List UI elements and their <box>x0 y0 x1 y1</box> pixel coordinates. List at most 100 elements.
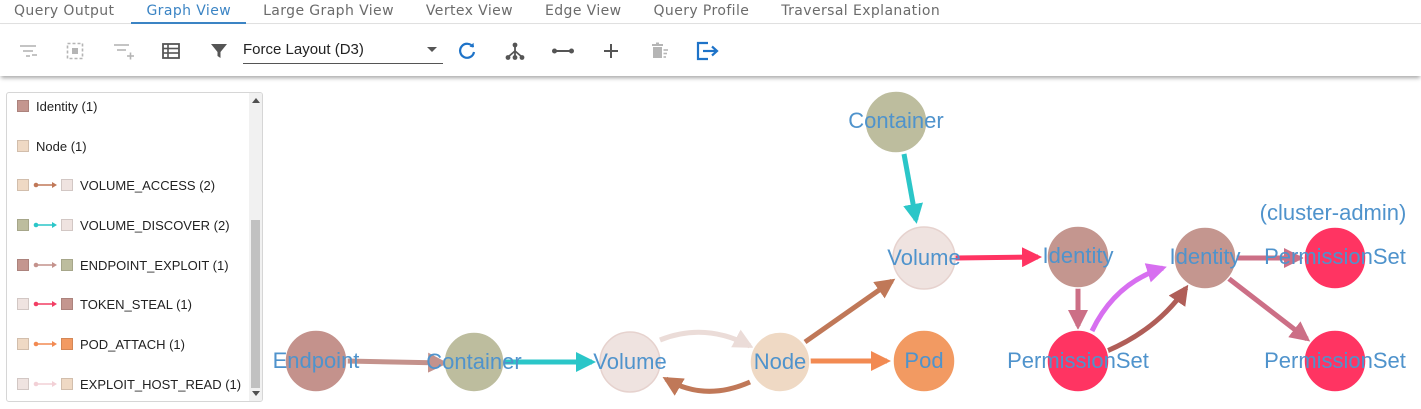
legend-scrollbar[interactable] <box>249 93 262 401</box>
node-identity-1[interactable] <box>1046 225 1110 289</box>
vertex-swatch <box>17 298 29 310</box>
node-label-volume-2: Volume <box>887 245 960 270</box>
tab-query-profile[interactable]: Query Profile <box>653 3 750 19</box>
node-pod[interactable] <box>892 329 956 393</box>
node-label-container-2: Container <box>848 108 943 133</box>
graph-node[interactable]: PermissionSet (cluster-admin) <box>1260 200 1407 290</box>
tab-traversal-explanation[interactable]: Traversal Explanation <box>781 3 941 19</box>
vertex-swatch <box>17 100 29 112</box>
legend-label: Identity (1) <box>36 98 98 114</box>
layout-select[interactable]: Force Layout (D3) <box>243 37 443 64</box>
graph-node[interactable]: Pod <box>892 329 956 393</box>
legend-item[interactable]: VOLUME_ACCESS (2) <box>17 175 215 195</box>
edge-icon[interactable] <box>551 39 575 63</box>
edge-volume-access[interactable] <box>662 376 752 396</box>
clear-filter-icon[interactable] <box>16 39 40 63</box>
edge-permset-identity-2[interactable] <box>1106 284 1189 354</box>
legend-label: ENDPOINT_EXPLOIT (1) <box>80 257 229 273</box>
add-icon[interactable] <box>599 39 623 63</box>
legend-item[interactable]: POD_ATTACH (1) <box>17 334 185 354</box>
edge-exploit-host-read[interactable] <box>659 329 754 349</box>
hierarchy-icon[interactable] <box>503 39 527 63</box>
node-permset-1[interactable] <box>1046 329 1110 393</box>
node-volume-2[interactable] <box>892 226 956 290</box>
node-label-identity-1: Identity <box>1043 243 1114 268</box>
graph-node[interactable]: PermissionSet <box>1007 329 1149 393</box>
tab-large-graph-view[interactable]: Large Graph View <box>263 3 394 19</box>
node-label-cluster-admin: (cluster-admin) <box>1260 200 1407 225</box>
legend-item[interactable]: ENDPOINT_EXPLOIT (1) <box>17 255 229 275</box>
vertex-swatch <box>61 219 73 231</box>
graph-node[interactable]: PermissionSet <box>1264 329 1406 393</box>
vertex-swatch <box>17 378 29 390</box>
node-identity-2[interactable] <box>1173 226 1237 290</box>
scroll-up-icon[interactable] <box>252 98 260 103</box>
scroll-thumb[interactable] <box>251 220 260 388</box>
legend-label: VOLUME_DISCOVER (2) <box>80 217 230 233</box>
edge-endpoint-exploit[interactable] <box>345 352 448 373</box>
node-volume-1[interactable] <box>599 331 661 393</box>
legend-label: TOKEN_STEAL (1) <box>80 296 192 312</box>
vertex-swatch <box>61 298 73 310</box>
tab-edge-view[interactable]: Edge View <box>545 3 622 19</box>
legend-item[interactable]: TOKEN_STEAL (1) <box>17 294 192 314</box>
refresh-icon[interactable] <box>455 39 479 63</box>
legend-label: EXPLOIT_HOST_READ (1) <box>80 376 242 392</box>
node-permset-2[interactable] <box>1303 226 1367 290</box>
tab-graph-view[interactable]: Graph View <box>131 0 247 24</box>
vertex-swatch <box>17 219 29 231</box>
node-label-identity-2: Identity <box>1170 244 1241 269</box>
graph-legend: Identity (1) Node (1) VOLUME_ACCESS (2) … <box>6 92 263 402</box>
export-icon[interactable] <box>695 39 719 63</box>
graph-node[interactable]: Endpoint <box>273 329 360 393</box>
graph-node[interactable]: Container <box>426 331 522 393</box>
legend-label: VOLUME_ACCESS (2) <box>80 177 216 193</box>
chevron-down-icon <box>427 47 437 52</box>
legend-label: POD_ATTACH (1) <box>80 336 185 352</box>
node-label-permset-1: PermissionSet <box>1007 348 1149 373</box>
filter-icon[interactable] <box>207 39 231 63</box>
node-label-permset-3: PermissionSet <box>1264 348 1406 373</box>
edge-identity-permset-3[interactable] <box>1226 276 1311 342</box>
tab-query-output[interactable]: Query Output <box>14 3 115 19</box>
legend-item[interactable]: Identity (1) <box>17 96 97 116</box>
legend-item[interactable]: VOLUME_DISCOVER (2) <box>17 215 230 235</box>
node-label-permset-2: PermissionSet <box>1264 244 1406 269</box>
edge-permset-identity-1[interactable] <box>1089 263 1167 333</box>
vertex-swatch <box>61 338 73 350</box>
add-filter-icon[interactable] <box>112 39 136 63</box>
tab-bar: Query Output Graph View Large Graph View… <box>0 0 1421 24</box>
legend-item[interactable]: EXPLOIT_HOST_READ (1) <box>17 374 241 394</box>
delete-icon[interactable] <box>647 39 671 63</box>
legend-item[interactable]: Node (1) <box>17 136 87 156</box>
edge-arrow-icon <box>33 222 57 228</box>
edge-volume-discover-2[interactable] <box>901 153 923 224</box>
vertex-swatch <box>61 259 73 271</box>
edge-arrow-icon <box>33 301 57 307</box>
graph-nodes: Endpoint Container Volume Node Pod Conta… <box>273 90 1407 393</box>
edge-volume-access-2[interactable] <box>803 278 896 345</box>
graph-node[interactable]: Identity <box>1043 225 1114 289</box>
graph-node[interactable]: Node <box>749 331 811 393</box>
node-label-container-1: Container <box>426 349 521 374</box>
node-permset-3[interactable] <box>1303 329 1367 393</box>
edge-arrow-icon <box>33 262 57 268</box>
node-container-2[interactable] <box>864 90 928 154</box>
node-endpoint[interactable] <box>284 329 348 393</box>
tab-vertex-view[interactable]: Vertex View <box>425 3 513 19</box>
scroll-down-icon[interactable] <box>252 391 260 396</box>
node-label-endpoint: Endpoint <box>273 348 360 373</box>
node-node[interactable] <box>749 331 811 393</box>
graph-node[interactable]: Volume <box>887 226 961 290</box>
graph-node[interactable]: Container <box>848 90 944 154</box>
graph-edges <box>345 153 1311 396</box>
graph-node[interactable]: Volume <box>593 331 667 393</box>
table-icon[interactable] <box>159 39 183 63</box>
vertex-swatch <box>17 140 29 152</box>
select-icon[interactable] <box>63 39 87 63</box>
graph-canvas[interactable]: Endpoint Container Volume Node Pod Conta… <box>0 76 1421 409</box>
graph-node[interactable]: Identity <box>1170 226 1241 290</box>
edge-token-steal[interactable] <box>954 247 1042 268</box>
node-container-1[interactable] <box>443 331 505 393</box>
vertex-swatch <box>17 259 29 271</box>
